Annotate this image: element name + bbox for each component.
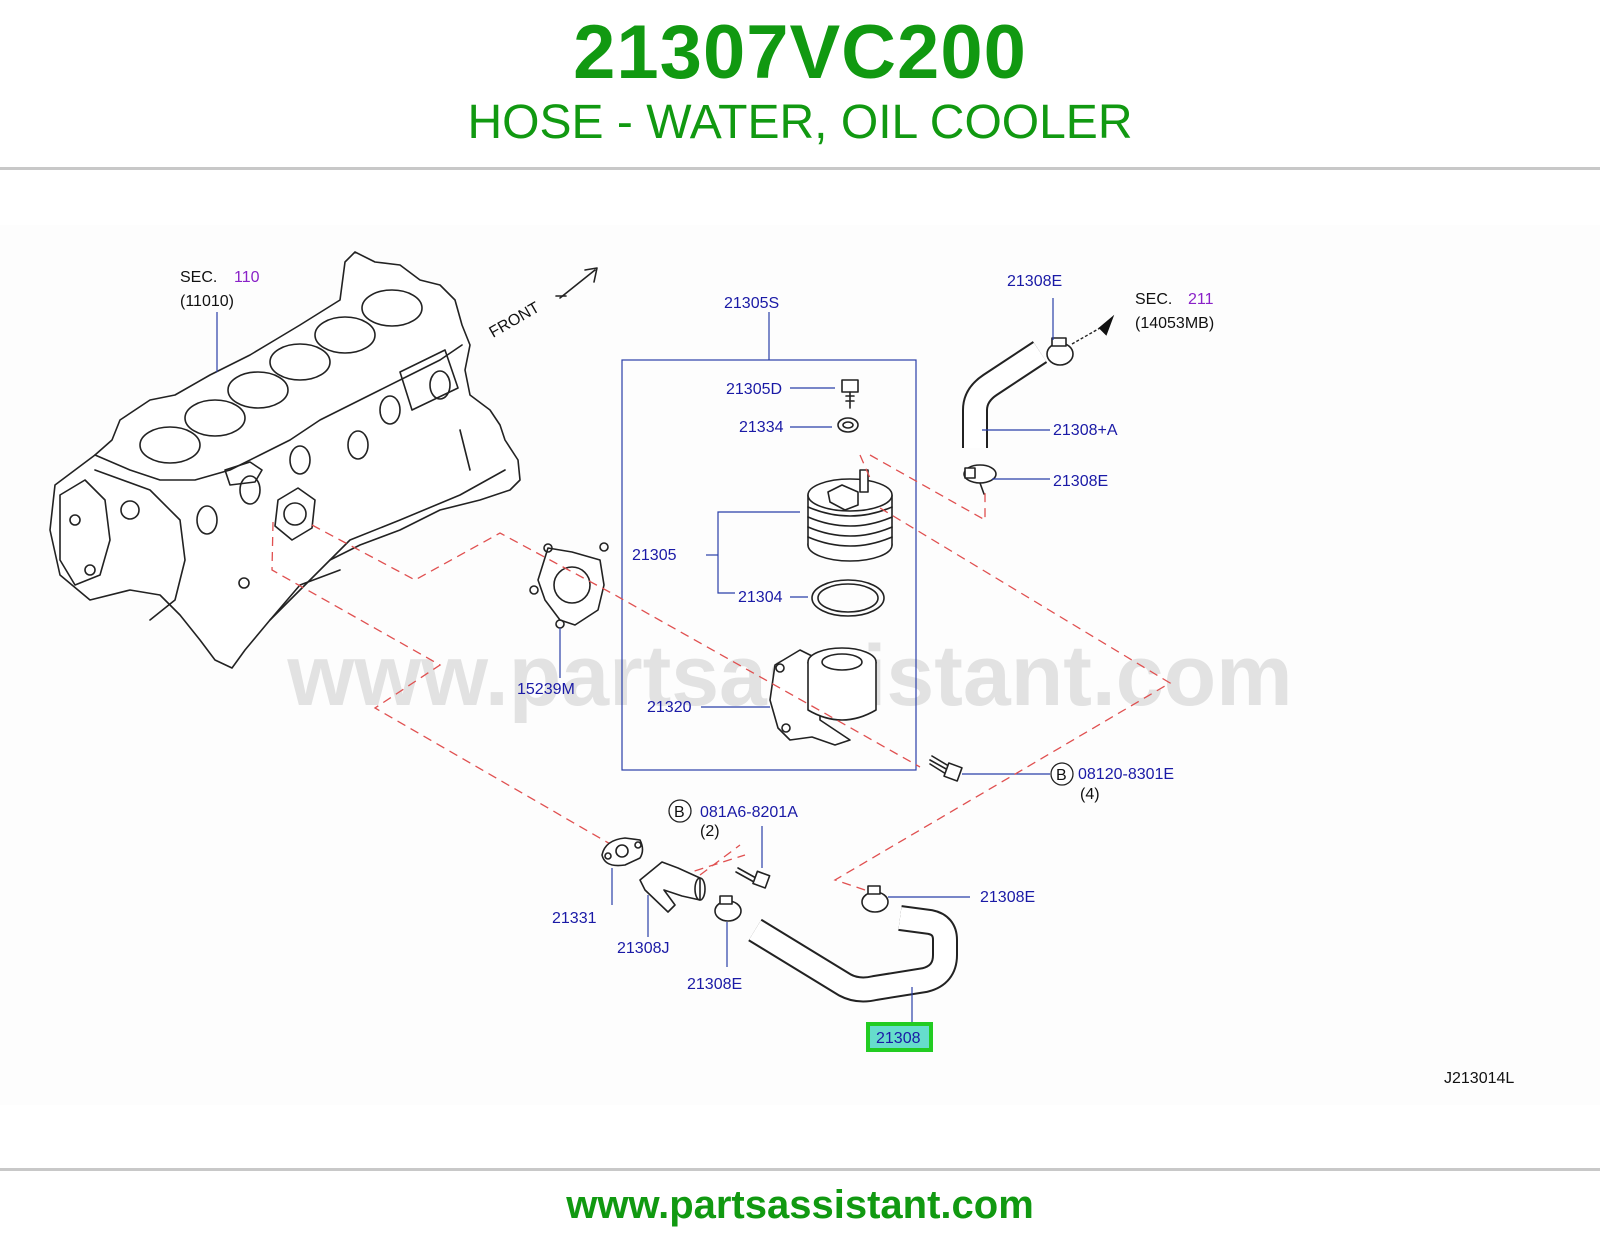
bolt-08120-8301E: B 08120-8301E (4) [929, 755, 1174, 803]
label-21331[interactable]: 21331 [552, 910, 597, 927]
label-21308E-mid[interactable]: 21308E [1053, 473, 1108, 490]
footer-divider [0, 1168, 1600, 1171]
label-21304[interactable]: 21304 [738, 589, 783, 606]
sec-211-callout: SEC. 211 (14053MB) [1071, 291, 1214, 345]
front-direction-indicator: FRONT [487, 267, 598, 341]
gasket-21331-drawing: 21331 [552, 837, 644, 927]
qty-081A6: (2) [700, 823, 720, 840]
footer-url-link[interactable]: www.partsassistant.com [566, 1183, 1034, 1227]
engine-block-drawing [49, 251, 521, 669]
bolt-badge-b-2: B [674, 804, 685, 821]
highlight-inner [870, 1026, 929, 1048]
hose-21308A-drawing [962, 337, 1074, 495]
sec-211-number: 211 [1188, 291, 1214, 308]
pipe-21308J-drawing: 21308J [617, 861, 706, 957]
gasket-15239M-drawing: 15239M [517, 542, 609, 698]
dashed-assembly-lines [271, 454, 1172, 896]
bolt-081A6-8201A: B 081A6-8201A (2) [668, 799, 798, 889]
part-description: HOSE - WATER, OIL COOLER [467, 96, 1133, 149]
sec-110-prefix: SEC. [180, 269, 217, 286]
label-15239M[interactable]: 15239M [517, 681, 575, 698]
sec-110-callout: SEC. 110 (11010) [180, 269, 260, 372]
label-21308E-top[interactable]: 21308E [1007, 273, 1062, 290]
housing-21320-drawing [769, 647, 877, 746]
badge-circle-2 [668, 799, 692, 823]
qty-08120: (4) [1080, 786, 1100, 803]
hose-21308-drawing [748, 905, 958, 1025]
part-number-title: 21307VC200 [573, 10, 1027, 95]
label-21308A[interactable]: 21308+A [1053, 422, 1118, 439]
front-label: FRONT [487, 299, 543, 341]
header-divider [0, 167, 1600, 170]
page-header: 21307VC200 HOSE - WATER, OIL COOLER [0, 0, 1600, 170]
sec-211-prefix: SEC. [1135, 291, 1172, 308]
sec-110-number: 110 [234, 269, 260, 286]
sec-211-ref: (14053MB) [1135, 315, 1214, 332]
parts-diagram: www.partsassistant.com FRONT [0, 225, 1600, 1105]
oil-cooler-assembly-box: 21305S 21305D 21334 21305 [621, 295, 917, 771]
label-21308E-right[interactable]: 21308E [980, 889, 1035, 906]
sec-110-ref: (11010) [180, 293, 234, 310]
label-21305D[interactable]: 21305D [726, 381, 782, 398]
label-081A6-8201A[interactable]: 081A6-8201A [700, 804, 798, 821]
diagram-code: J213014L [1444, 1070, 1514, 1087]
label-21334[interactable]: 21334 [739, 419, 784, 436]
label-21320[interactable]: 21320 [647, 699, 692, 716]
clamp-21308E-lower: 21308E [687, 895, 742, 993]
label-21308J[interactable]: 21308J [617, 940, 670, 957]
parts-diagram-svg: www.partsassistant.com FRONT [49, 251, 1514, 1087]
label-21308E-low[interactable]: 21308E [687, 976, 742, 993]
oil-cooler-21305-drawing [807, 469, 893, 562]
badge-circle [1050, 762, 1074, 786]
clamp-21308E-right: 21308E [861, 885, 1035, 913]
bolt-badge-b: B [1056, 767, 1067, 784]
label-08120-8301E[interactable]: 08120-8301E [1078, 766, 1174, 783]
label-21308-highlighted[interactable]: 21308 [876, 1030, 921, 1047]
label-21305[interactable]: 21305 [632, 547, 677, 564]
label-21305S[interactable]: 21305S [724, 295, 779, 312]
